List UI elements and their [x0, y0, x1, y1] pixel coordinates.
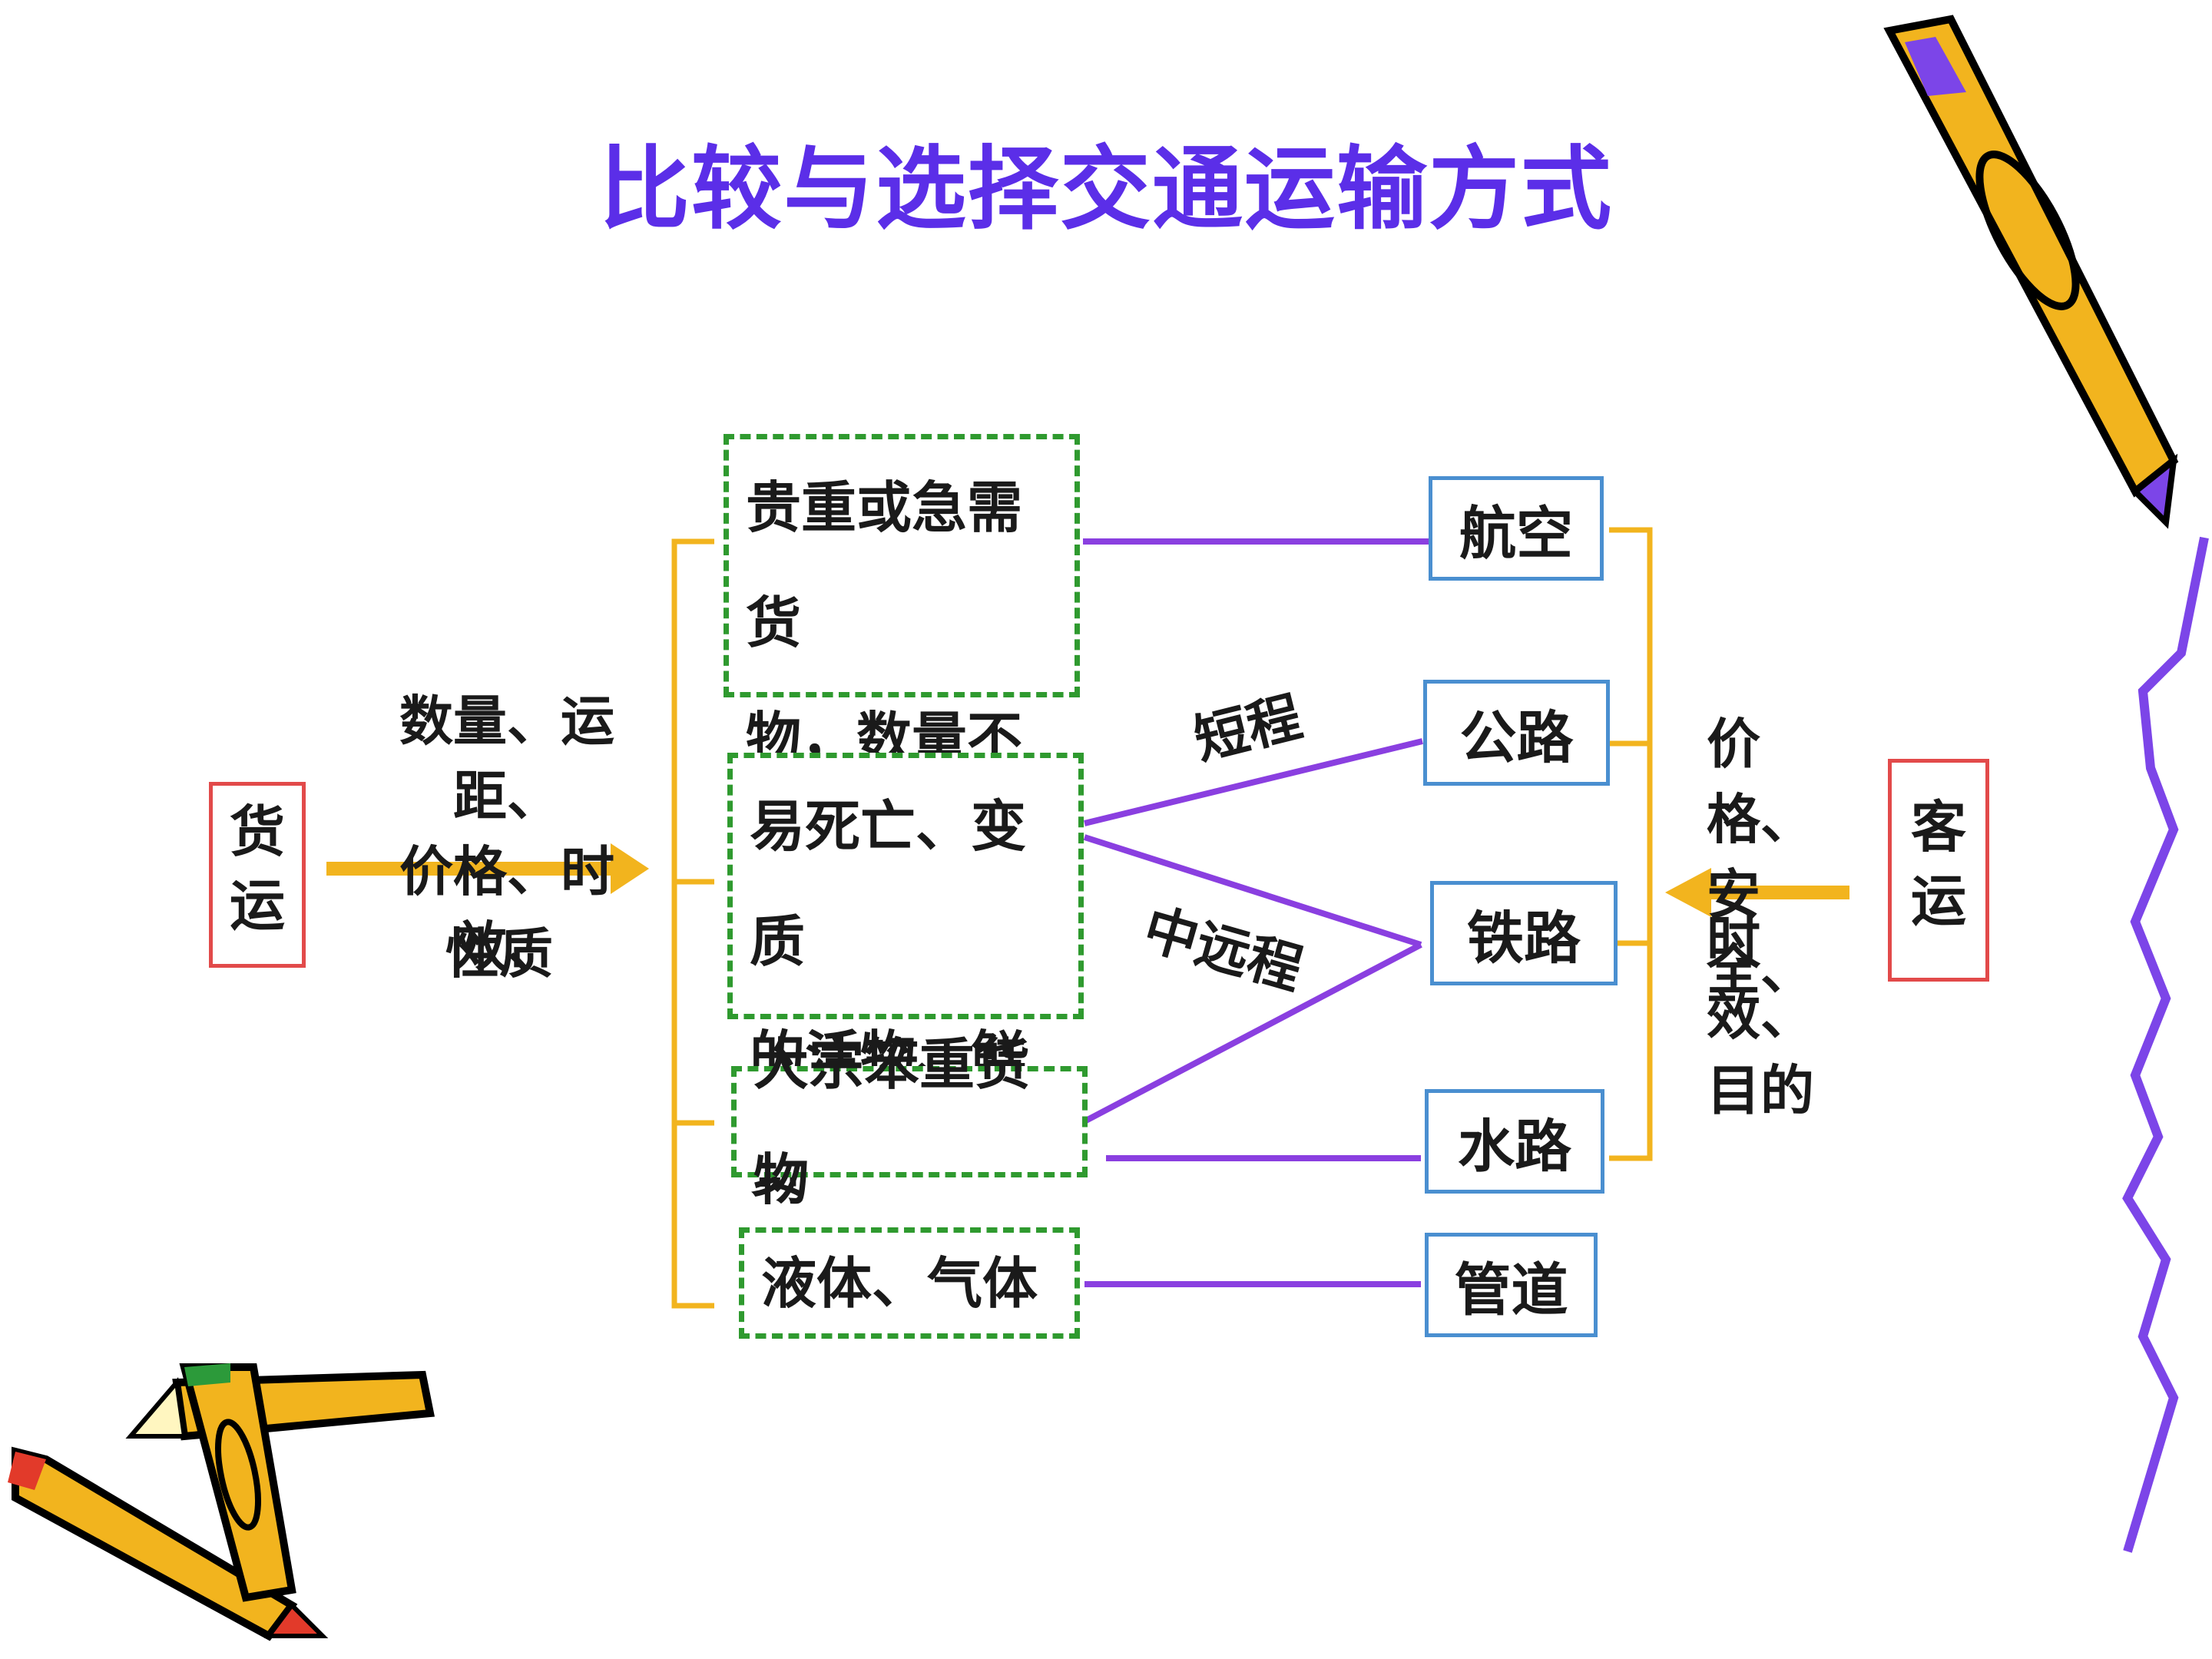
- freight-factors-line3: 性质: [445, 922, 553, 985]
- passenger-factors-line1: 价格、: [1707, 713, 1814, 851]
- mode-pipeline: 管道: [1425, 1233, 1598, 1337]
- left-bracket: [671, 538, 714, 1309]
- cargo-fluid-text: 液体、气体: [761, 1250, 1038, 1316]
- freight-factors: 数量、运距、 价格、时效、: [361, 684, 653, 985]
- passenger-factors-line3: 时效、: [1707, 909, 1814, 1047]
- passenger-label-line2: 运: [1910, 869, 1966, 933]
- freight-arrow: [326, 843, 649, 894]
- freight-factors-line1: 数量、运距、: [399, 690, 614, 828]
- mode-air: 航空: [1429, 476, 1604, 581]
- mode-air-text: 航空: [1459, 500, 1573, 567]
- passenger-label-line1: 客: [1910, 795, 1966, 859]
- mode-road: 公路: [1423, 680, 1610, 786]
- cargo-valuable: 贵重或急需货 物，数量不大: [724, 434, 1080, 886]
- passenger-label: 客 运: [1888, 759, 1989, 982]
- cargo-perishable-line1: 易死亡、变质: [750, 794, 1027, 974]
- cargo-bulk: 大宗笨重货物: [731, 1032, 1088, 1212]
- mode-water: 水路: [1425, 1089, 1604, 1194]
- freight-factors-line2: 价格、时效、: [399, 840, 614, 979]
- passenger-factors-line2: 安全、: [1707, 863, 1814, 1002]
- cargo-bulk-text: 大宗笨重货物: [753, 1031, 1031, 1212]
- passenger-factors-lower: 时效、 目的: [1707, 902, 1845, 1128]
- cargo-perishable: 易死亡、变质 的活物、鲜货: [727, 753, 1084, 1204]
- mode-rail-text: 铁路: [1467, 905, 1581, 972]
- freight-label-line1: 货: [229, 800, 285, 864]
- mode-pipeline-text: 管道: [1454, 1257, 1568, 1323]
- bulk-rail-connector: [1083, 942, 1422, 1124]
- squiggle-decoration: [2122, 536, 2209, 1553]
- right-bracket: [1609, 527, 1653, 1161]
- pencil-decoration-top-right: [1883, 15, 2179, 529]
- cargo-valuable-line1: 贵重或急需货: [746, 475, 1023, 655]
- perishable-rail-connector: [1083, 834, 1422, 948]
- mode-water-text: 水路: [1458, 1113, 1571, 1180]
- cargo-fluid: 液体、气体: [739, 1227, 1080, 1339]
- mode-rail: 铁路: [1430, 881, 1618, 985]
- passenger-arrow: [1665, 868, 1849, 917]
- road-connector: [1084, 738, 1423, 826]
- passenger-factors: 价格、 安全、: [1707, 707, 1845, 1008]
- freight-label-line2: 运: [229, 873, 285, 938]
- passenger-factors-line4: 目的: [1707, 1059, 1814, 1122]
- freight-label: 货 运: [209, 782, 306, 968]
- page-title: 比较与选择交通运输方式: [598, 136, 1613, 242]
- pencil-decoration-bottom-left: [8, 1363, 435, 1641]
- mode-road-text: 公路: [1459, 704, 1574, 771]
